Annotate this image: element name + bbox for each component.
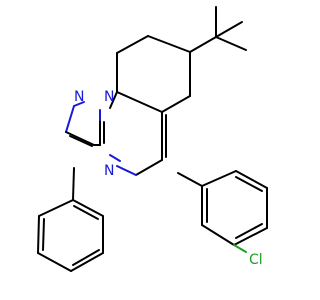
atom-label-n3: N [104, 163, 114, 179]
pyrimidine-ring [99, 91, 167, 176]
atom-label-cl: Cl [249, 252, 263, 268]
cyclohexane-ring [116, 35, 191, 113]
atom-label-n2: N [104, 89, 114, 105]
pyrazole-ring [65, 101, 101, 147]
chlorophenyl-ring [177, 170, 268, 253]
tert-butyl-group [189, 6, 247, 53]
atom-label-n1: N [74, 89, 84, 105]
structure-diagram: N N N Cl [37, 6, 268, 272]
molecule-svg: N N N Cl [37, 6, 268, 272]
atom-labels: N N N Cl [74, 89, 263, 268]
phenyl-ring [37, 167, 104, 272]
